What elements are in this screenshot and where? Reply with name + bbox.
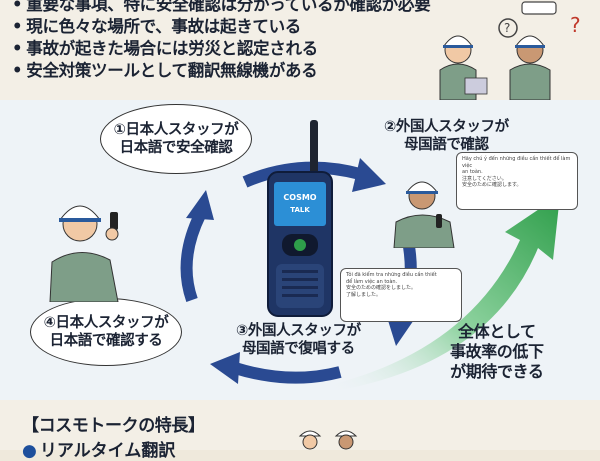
cycle-arrow-left [180,212,206,302]
flow-panel: ①日本人スタッフが 日本語で安全確認 ④日本人スタッフが 日本語で確認する ②外… [0,100,600,400]
radio-screen [274,182,326,226]
radio-device: COSMO TALK [267,120,333,317]
step2-label: ②外国人スタッフが 母国語で確認 [384,118,509,154]
worried-workers-illustration: ? ? [439,1,581,100]
step4-bubble: ④日本人スタッフが 日本語で確認する [30,298,182,366]
radio-model: TALK [290,206,310,214]
step4-line1: ④日本人スタッフが [43,315,169,331]
intro-section: 重要な事項、特に安全確認は分かっているか確認が必要 現に色々な場所で、事故は起き… [0,0,600,100]
radio-brand: COSMO [283,193,316,202]
step2-line2: 母国語で確認 [404,137,489,153]
feature-item: リアルタイム翻訳 [22,436,176,461]
result-line2: 事故率の低下 [450,342,544,361]
step1-bubble: ①日本人スタッフが 日本語で安全確認 [100,104,252,174]
step2-line1: ②外国人スタッフが [384,119,509,135]
intro-bullet: 重要な事項、特に安全確認は分かっているか確認が必要 [12,0,430,16]
translation-speech-upper: Hãy chú ý đến những điều cần thiết để là… [456,152,578,210]
step4-line2: 日本語で確認する [49,333,163,349]
cycle-arrow-top [242,161,362,188]
growth-arrow [330,195,560,392]
translation-speech-lower: Tôi đã kiểm tra những điều cần thiết để … [340,268,462,322]
features-title: 【コスモトークの特長】 [22,416,205,436]
intro-bullet: 現に色々な場所で、事故は起きている [12,16,430,38]
step3-line2: 母国語で復唱する [241,341,355,357]
step3-line1: ③外国人スタッフが [236,323,361,339]
features-workers-illustration [298,430,358,450]
foreign-worker-illustration [393,181,455,248]
intro-bullet: 安全対策ツールとして翻訳無線機がある [12,60,430,82]
svg-text:?: ? [504,21,510,35]
japanese-worker-illustration [49,205,119,302]
result-line1: 全体として [458,322,536,341]
cycle-arrow-bottom [233,362,342,384]
step1-line1: ①日本人スタッフが [113,122,239,138]
step3-label: ③外国人スタッフが 母国語で復唱する [236,322,361,358]
result-line3: が期待できる [450,362,544,381]
intro-bullet-list: 重要な事項、特に安全確認は分かっているか確認が必要 現に色々な場所で、事故は起き… [12,0,430,82]
intro-bullet: 事故が起きた場合には労災と認定される [12,38,430,60]
svg-text:?: ? [570,13,581,37]
result-text: 全体として 事故率の低下 が期待できる [450,322,544,382]
features-section: 【コスモトークの特長】 リアルタイム翻訳 [0,400,600,461]
step1-line2: 日本語で安全確認 [119,140,233,156]
